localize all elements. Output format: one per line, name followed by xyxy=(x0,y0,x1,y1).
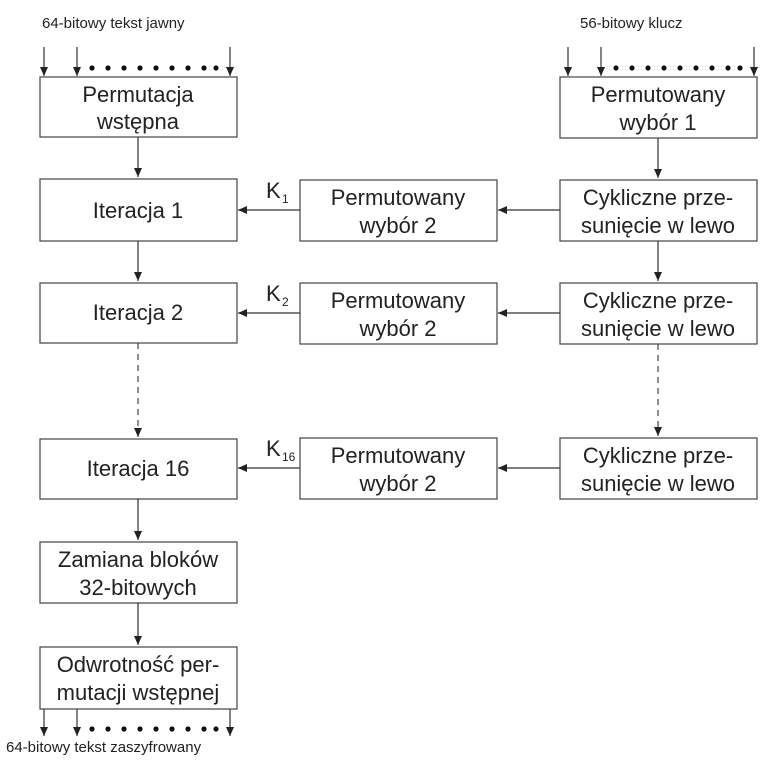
svg-text:wybór 2: wybór 2 xyxy=(358,213,436,238)
svg-text:2: 2 xyxy=(282,295,289,309)
key-label: 56-bitowy klucz xyxy=(580,15,683,32)
svg-text:wstępna: wstępna xyxy=(96,109,180,134)
svg-text:Iteracja 2: Iteracja 2 xyxy=(93,300,184,325)
svg-text:Permutowany: Permutowany xyxy=(591,82,726,107)
initial-permutation-box: Permutacja wstępna xyxy=(39,76,238,138)
subkey-k1-label: K 1 xyxy=(266,178,289,206)
ciphertext-output-arrows xyxy=(40,709,234,736)
iteration-16-box: Iteracja 16 xyxy=(39,438,238,500)
svg-text:1: 1 xyxy=(282,192,289,206)
svg-text:32-bitowych: 32-bitowych xyxy=(79,575,196,600)
subkey-k16-label: K 16 xyxy=(266,436,296,464)
svg-text:K: K xyxy=(266,281,281,306)
svg-text:wybór 2: wybór 2 xyxy=(358,471,436,496)
svg-text:sunięcie w lewo: sunięcie w lewo xyxy=(581,213,735,238)
svg-text:Permutacja: Permutacja xyxy=(82,82,194,107)
plaintext-input-arrows xyxy=(40,47,234,76)
svg-text:Cykliczne prze-: Cykliczne prze- xyxy=(583,288,733,313)
pc2-box-1: Permutowany wybór 2 xyxy=(299,179,498,242)
iteration-2-box: Iteracja 2 xyxy=(39,282,238,344)
shift-box-2: Cykliczne prze- sunięcie w lewo xyxy=(559,282,758,345)
svg-text:Permutowany: Permutowany xyxy=(331,185,466,210)
svg-text:sunięcie w lewo: sunięcie w lewo xyxy=(581,316,735,341)
inverse-permutation-box: Odwrotność per- mutacji wstępnej xyxy=(39,646,238,710)
svg-text:mutacji wstępnej: mutacji wstępnej xyxy=(57,680,220,705)
svg-text:Odwrotność per-: Odwrotność per- xyxy=(57,652,220,677)
svg-text:wybór 1: wybór 1 xyxy=(618,110,696,135)
shift-box-16: Cykliczne prze- sunięcie w lewo xyxy=(559,437,758,500)
svg-text:Permutowany: Permutowany xyxy=(331,288,466,313)
subkey-k2-label: K 2 xyxy=(266,281,289,309)
plaintext-label: 64-bitowy tekst jawny xyxy=(42,15,185,32)
svg-text:sunięcie w lewo: sunięcie w lewo xyxy=(581,471,735,496)
svg-text:Permutowany: Permutowany xyxy=(331,443,466,468)
shift-box-1: Cykliczne prze- sunięcie w lewo xyxy=(559,179,758,242)
svg-text:Iteracja 16: Iteracja 16 xyxy=(87,456,190,481)
svg-text:K: K xyxy=(266,436,281,461)
key-input-arrows xyxy=(564,47,758,76)
svg-text:Cykliczne prze-: Cykliczne prze- xyxy=(583,443,733,468)
svg-text:16: 16 xyxy=(282,450,296,464)
swap-blocks-box: Zamiana bloków 32-bitowych xyxy=(39,541,238,604)
svg-text:wybór 2: wybór 2 xyxy=(358,316,436,341)
svg-text:Iteracja 1: Iteracja 1 xyxy=(93,198,184,223)
svg-text:K: K xyxy=(266,178,281,203)
svg-text:Zamiana bloków: Zamiana bloków xyxy=(58,547,218,572)
pc2-box-16: Permutowany wybór 2 xyxy=(299,437,498,500)
svg-text:Cykliczne prze-: Cykliczne prze- xyxy=(583,185,733,210)
pc1-box: Permutowany wybór 1 xyxy=(559,76,758,139)
iteration-1-box: Iteracja 1 xyxy=(39,178,238,242)
pc2-box-2: Permutowany wybór 2 xyxy=(299,282,498,345)
ciphertext-label: 64-bitowy tekst zaszyfrowany xyxy=(6,739,202,756)
